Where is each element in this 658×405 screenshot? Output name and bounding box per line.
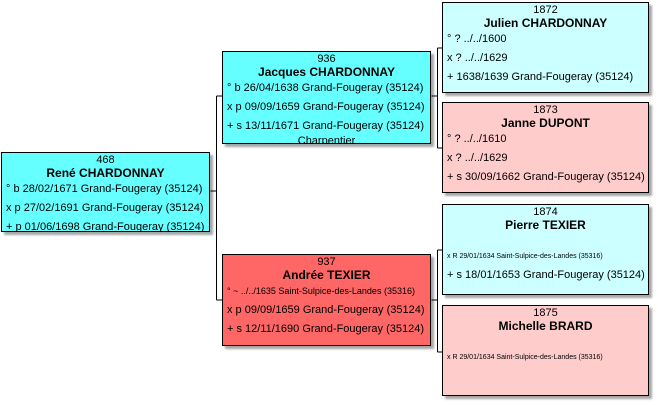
death-event: + s 12/11/1690 Grand-Fougeray (35124) <box>227 323 425 335</box>
occupation: Charpentier <box>297 135 356 144</box>
person-name: René CHARDONNAY <box>46 166 165 180</box>
sosa-number: 468 <box>96 154 115 166</box>
death-event: + s 30/09/1662 Grand-Fougeray (35124) <box>447 171 645 183</box>
person-box-1875[interactable]: 1875 Michelle BRARD x R 29/01/1634 Saint… <box>442 305 649 396</box>
sosa-number: 1873 <box>533 104 558 116</box>
person-box-937[interactable]: 937 Andrée TEXIER ° ~ ../../1635 Saint-S… <box>222 254 431 346</box>
marriage-event: x p 09/09/1659 Grand-Fougeray (35124) <box>227 101 425 113</box>
person-name: Julien CHARDONNAY <box>483 16 608 30</box>
death-event: + 1638/1639 Grand-Fougeray (35124) <box>447 71 634 83</box>
death-event: + s 13/11/1671 Grand-Fougeray (35124) <box>227 120 425 132</box>
person-name: Andrée TEXIER <box>282 268 371 282</box>
birth-event: ° ? ../../1600 <box>447 33 507 45</box>
person-box-1872[interactable]: 1872 Julien CHARDONNAY ° ? ../../1600 x … <box>442 2 649 93</box>
birth-event: ° ? ../../1610 <box>447 133 507 145</box>
person-box-936[interactable]: 936 Jacques CHARDONNAY ° b 26/04/1638 Gr… <box>222 51 431 144</box>
birth-event: ° ~ ../../1635 Saint-Sulpice-des-Landes … <box>227 286 415 296</box>
marriage-event: x ? ../../1629 <box>447 52 508 64</box>
sosa-number: 936 <box>317 53 336 65</box>
marriage-event: x ? ../../1629 <box>447 152 508 164</box>
connector-936-parents <box>431 47 442 149</box>
death-event: + s 18/01/1653 Grand-Fougeray (35124) <box>447 269 645 281</box>
person-name: Pierre TEXIER <box>505 218 586 232</box>
marriage-event: x R 29/01/1634 Saint-Sulpice-des-Landes … <box>447 354 603 361</box>
person-box-1873[interactable]: 1873 Janne DUPONT ° ? ../../1610 x ? ../… <box>442 102 649 193</box>
person-name: Michelle BRARD <box>498 319 593 333</box>
sosa-number: 937 <box>317 256 336 268</box>
marriage-event: x R 29/01/1634 Saint-Sulpice-des-Landes … <box>447 253 603 260</box>
marriage-event: x p 09/09/1659 Grand-Fougeray (35124) <box>227 304 425 316</box>
sosa-number: 1872 <box>533 4 558 16</box>
death-event: + p 01/06/1698 Grand-Fougeray (35124) <box>6 221 205 232</box>
person-box-1874[interactable]: 1874 Pierre TEXIER x R 29/01/1634 Saint-… <box>442 204 649 295</box>
sosa-number: 1874 <box>533 206 558 218</box>
sosa-number: 1875 <box>533 307 558 319</box>
connector-937-parents <box>431 249 442 353</box>
marriage-event: x p 27/02/1691 Grand-Fougeray (35124) <box>6 202 204 214</box>
person-name: Jacques CHARDONNAY <box>258 65 395 79</box>
person-box-468[interactable]: 468 René CHARDONNAY ° b 28/02/1671 Grand… <box>1 152 210 232</box>
connector-468-parents <box>210 95 222 301</box>
birth-event: ° b 26/04/1638 Grand-Fougeray (35124) <box>227 82 424 94</box>
birth-event: ° b 28/02/1671 Grand-Fougeray (35124) <box>6 183 203 195</box>
person-name: Janne DUPONT <box>501 116 590 130</box>
